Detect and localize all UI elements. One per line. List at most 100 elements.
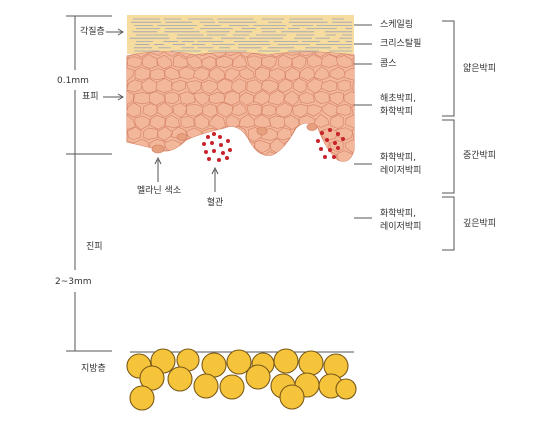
- blood-dot: [323, 155, 327, 159]
- epidermis-cell: [194, 113, 209, 130]
- epidermis-cell: [268, 90, 285, 106]
- stratum-corneum-label: 각질층: [80, 27, 105, 37]
- melanin-arrow-head: [154, 156, 162, 165]
- corneum-arrow-head: [117, 28, 124, 36]
- melanin-granule: [151, 144, 165, 154]
- epidermis-cell: [352, 149, 354, 162]
- bracket-superficial: [442, 20, 455, 117]
- melanin-label: 멜라닌 색소: [136, 186, 182, 196]
- subcutaneous-label: 지방층: [81, 364, 106, 374]
- epidermis-cell: [170, 79, 187, 92]
- epidermis-cell: [278, 78, 293, 93]
- fat-cell: [129, 385, 155, 411]
- epidermis-cell: [344, 139, 354, 154]
- epidermis-cell: [260, 79, 279, 94]
- epidermis-cell: [238, 92, 254, 106]
- blood-dot: [225, 156, 229, 160]
- procedure-chem-laser-2-line1: 화학박피,: [380, 209, 416, 219]
- epidermis-cell: [178, 66, 196, 80]
- epidermis-cell: [307, 151, 322, 162]
- blood-dot: [212, 132, 216, 136]
- epidermis-cell: [105, 43, 119, 58]
- epidermis-cell: [313, 113, 330, 128]
- epidermis-cell: [337, 79, 352, 92]
- epidermis-cell: [321, 102, 338, 118]
- epidermis-cell: [352, 79, 354, 94]
- blood-dot: [207, 157, 211, 161]
- epidermis-cell: [127, 115, 136, 130]
- blood-dot: [226, 139, 230, 143]
- epidermis-cell: [193, 67, 211, 81]
- stratum-corneum-texture: [129, 18, 352, 52]
- thickness-scale: [66, 15, 112, 352]
- epidermis-cell: [216, 55, 234, 69]
- blood-dot: [332, 155, 336, 159]
- epidermis-cell: [105, 114, 120, 127]
- epidermis-cell: [351, 127, 354, 143]
- melanin-granule: [306, 123, 318, 131]
- blood-dot: [341, 137, 345, 141]
- epidermis-cell: [225, 51, 240, 56]
- procedure-chem-laser-2-line2: 레이저박피: [380, 222, 422, 232]
- epidermis-cell: [104, 92, 119, 105]
- thickness-dermis-label: 2~3mm: [55, 277, 92, 287]
- depth-superficial-label: 얇은박피: [463, 64, 497, 74]
- blood-dot: [228, 148, 232, 152]
- epidermis-cell: [127, 150, 129, 162]
- fat-cell: [193, 373, 219, 399]
- bottom-pointer-arrows: [154, 156, 219, 192]
- blood-dot: [212, 149, 216, 153]
- epidermis-cell: [127, 150, 144, 162]
- epidermis-cell: [352, 54, 354, 68]
- epidermis-cell: [209, 66, 226, 82]
- epidermis-cell: [223, 90, 241, 106]
- epidermis-cell: [142, 103, 158, 118]
- epidermis-cell: [127, 102, 142, 118]
- fat-layer: [126, 348, 357, 411]
- thickness-epidermis-label: 0.1mm: [57, 76, 89, 86]
- blood-dot: [336, 132, 340, 136]
- epidermis-label: 표피: [82, 92, 99, 102]
- epidermis-cell: [202, 103, 218, 119]
- bracket-deep: [442, 196, 455, 251]
- epidermis-cell: [156, 54, 173, 70]
- epidermis-cell: [170, 151, 188, 162]
- epidermis-cell: [186, 151, 204, 162]
- epidermis-cell: [269, 115, 286, 129]
- epidermis-cell: [320, 79, 338, 93]
- epidermis-cell: [328, 91, 345, 106]
- melanin-granule: [176, 133, 188, 141]
- fat-cell: [201, 352, 227, 378]
- blood-dot: [217, 158, 221, 162]
- epidermis-cell: [164, 67, 181, 80]
- epidermis-cell: [127, 90, 134, 105]
- epidermis-cell: [268, 67, 286, 82]
- epidermis-cell: [298, 51, 316, 57]
- fat-cell: [245, 364, 271, 390]
- epidermis-cell: [149, 51, 165, 56]
- blood-dot: [325, 138, 329, 142]
- blood-dot: [316, 139, 320, 143]
- blood-dot: [320, 131, 324, 135]
- epidermis-cell: [141, 151, 157, 162]
- epidermis-cell: [291, 55, 307, 70]
- blood-vessel-arrow-head: [211, 166, 219, 175]
- blood-dot: [221, 151, 225, 155]
- blood-vessel-dots: [202, 128, 345, 162]
- blood-dot: [336, 146, 340, 150]
- epidermis-cell: [336, 150, 353, 162]
- procedure-chem-laser-1-line2: 레이저박피: [380, 166, 422, 176]
- epidermis-cell: [209, 51, 226, 58]
- epidermis-cell: [127, 79, 128, 93]
- epidermis-arrow-head: [117, 93, 124, 101]
- fat-cell: [167, 366, 193, 392]
- epidermis-cell: [261, 104, 277, 117]
- epidermis-cell: [185, 55, 204, 69]
- epidermis-cell: [292, 77, 307, 94]
- epidermis-cell: [132, 92, 151, 105]
- epidermis-cell: [112, 103, 126, 117]
- procedure-seaweed-peel-line1: 해초박피,: [380, 94, 416, 104]
- epidermis-cell: [298, 91, 315, 104]
